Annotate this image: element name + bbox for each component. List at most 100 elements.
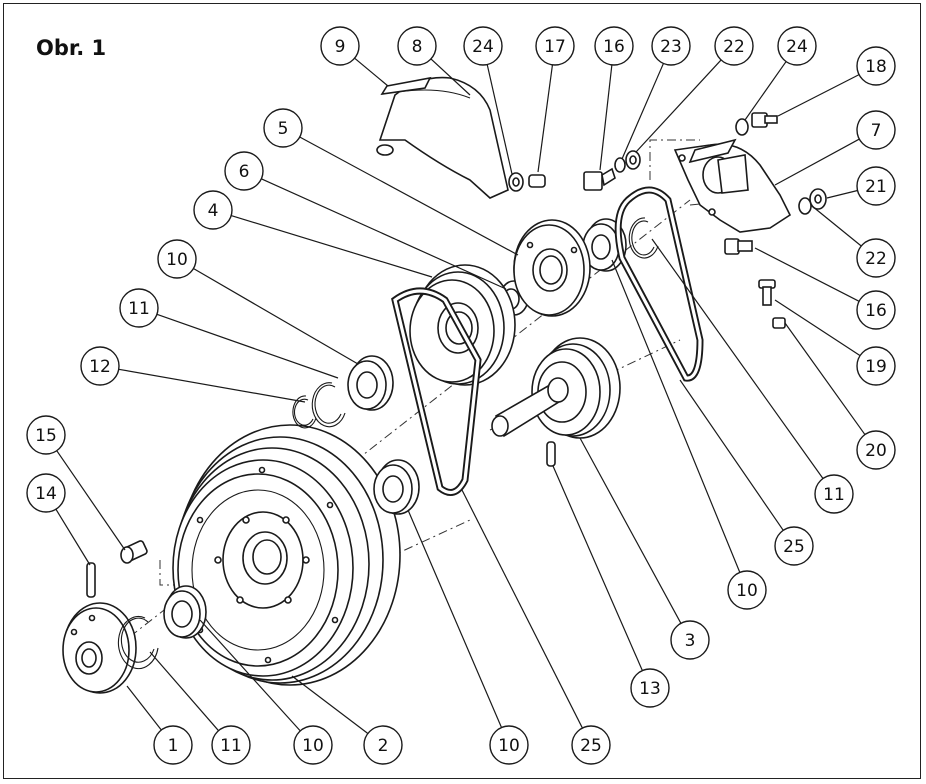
- callout-3: 3: [670, 620, 710, 660]
- part-11-circlip-right: [628, 217, 659, 259]
- callout-11: 11: [814, 474, 854, 514]
- callout-number: 24: [786, 37, 808, 57]
- callout-7: 7: [856, 110, 896, 150]
- callout-number: 17: [544, 37, 566, 57]
- callout-11: 11: [119, 288, 159, 328]
- callout-number: 11: [220, 736, 242, 756]
- callout-15: 15: [26, 415, 66, 455]
- callout-21: 21: [856, 166, 896, 206]
- callout-10: 10: [489, 725, 529, 765]
- callout-circle: [80, 346, 120, 386]
- part-25-belt-right: [614, 186, 704, 382]
- callout-leader-7: [774, 138, 860, 186]
- part-10-bearing-right: [582, 218, 627, 272]
- callout-1: 1: [153, 725, 193, 765]
- callout-number: 12: [89, 357, 111, 377]
- callout-circle: [397, 26, 437, 66]
- callout-leader-23: [621, 63, 664, 160]
- callout-circle: [293, 725, 333, 765]
- callout-22: 22: [856, 238, 896, 278]
- callout-leader-6: [261, 178, 507, 290]
- callout-circle: [856, 238, 896, 278]
- part-20-nut: [772, 317, 786, 329]
- callout-circle: [856, 110, 896, 150]
- callout-number: 8: [412, 37, 423, 57]
- part-5-flange: [513, 219, 591, 317]
- callout-13: 13: [630, 668, 670, 708]
- callout-circle: [153, 725, 193, 765]
- callout-circle: [630, 668, 670, 708]
- callout-circle: [320, 26, 360, 66]
- callout-number: 22: [723, 37, 745, 57]
- callout-8: 8: [397, 26, 437, 66]
- callout-leader-19: [774, 299, 861, 357]
- callout-number: 3: [685, 631, 696, 651]
- callout-circle: [856, 346, 896, 386]
- callout-number: 6: [239, 162, 250, 182]
- part-23-washer: [614, 157, 626, 173]
- callout-number: 10: [736, 581, 758, 601]
- callout-circle: [193, 190, 233, 230]
- callout-circle: [777, 26, 817, 66]
- callout-number: 18: [865, 57, 887, 77]
- part-7-tensioner-bracket: [673, 138, 792, 233]
- callout-leader-21: [826, 189, 858, 199]
- callout-16: 16: [594, 26, 634, 66]
- callout-leader-18: [777, 74, 860, 117]
- callout-18: 18: [856, 46, 896, 86]
- part-18-screw: [751, 112, 778, 128]
- callout-leader-13: [552, 465, 643, 671]
- part-2-large-pulley: [172, 424, 401, 686]
- callout-leaders: [55, 57, 866, 734]
- callout-16: 16: [856, 290, 896, 330]
- part-11-circlip-middle: [311, 382, 346, 428]
- callout-leader-10: [193, 268, 359, 365]
- callout-number: 2: [378, 736, 389, 756]
- callout-25: 25: [774, 526, 814, 566]
- callout-5: 5: [263, 108, 303, 148]
- callout-circle: [535, 26, 575, 66]
- callout-leader-9: [354, 57, 389, 87]
- callout-10: 10: [293, 725, 333, 765]
- callout-leader-3: [579, 437, 682, 624]
- callout-10: 10: [157, 239, 197, 279]
- callout-number: 11: [128, 299, 150, 319]
- callout-17: 17: [535, 26, 575, 66]
- callout-22: 22: [714, 26, 754, 66]
- callout-circle: [211, 725, 251, 765]
- part-8-belt-cover: [376, 76, 509, 199]
- callout-leader-22: [635, 59, 722, 153]
- callout-number: 22: [865, 249, 887, 269]
- callout-circle: [856, 46, 896, 86]
- part-24-washer-right: [735, 118, 749, 136]
- callout-number: 23: [660, 37, 682, 57]
- callout-circle: [26, 415, 66, 455]
- callout-leader-5: [299, 136, 519, 256]
- callout-leader-17: [537, 64, 554, 173]
- callout-circle: [856, 166, 896, 206]
- callout-number: 5: [278, 119, 289, 139]
- callout-number: 10: [166, 250, 188, 270]
- callout-circle: [26, 473, 66, 513]
- callout-number: 16: [865, 301, 887, 321]
- part-19-bolt: [758, 279, 776, 306]
- callout-leader-15: [56, 450, 126, 551]
- callout-leader-16: [754, 247, 860, 302]
- callout-leader-8: [430, 58, 471, 96]
- callout-circle: [157, 239, 197, 279]
- callout-12: 12: [80, 346, 120, 386]
- callout-number: 7: [871, 121, 882, 141]
- callout-number: 4: [208, 201, 219, 221]
- callout-4: 4: [193, 190, 233, 230]
- callout-leader-10: [407, 509, 503, 728]
- callout-number: 14: [35, 484, 57, 504]
- callout-circle: [594, 26, 634, 66]
- part-21-nut: [809, 188, 827, 210]
- callout-23: 23: [651, 26, 691, 66]
- callout-circle: [263, 108, 303, 148]
- callout-leader-24: [486, 64, 513, 175]
- callout-25: 25: [571, 725, 611, 765]
- callout-number: 1: [168, 736, 179, 756]
